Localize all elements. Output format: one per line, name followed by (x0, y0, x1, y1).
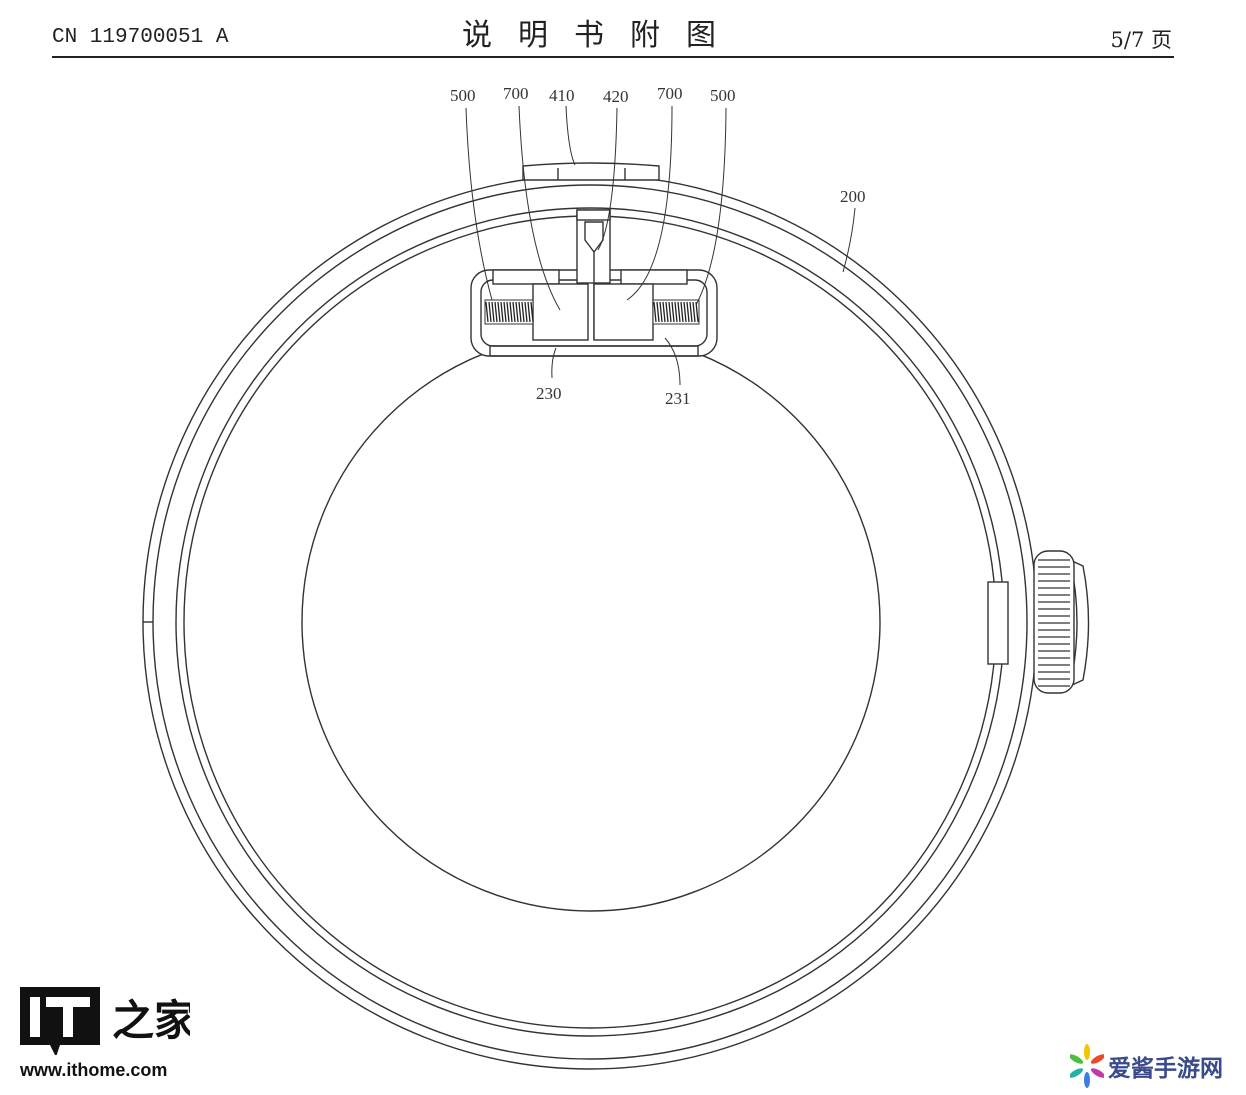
page-title: 说明书附图 (462, 18, 742, 53)
spring-coil (527, 301, 531, 323)
spring-coil (518, 301, 522, 323)
inner-circle (301, 332, 881, 912)
pinwheel-icon (1070, 1044, 1104, 1088)
crown-stem (987, 581, 1009, 665)
spring-coil (491, 301, 495, 323)
spring-coil (497, 301, 501, 323)
label-230: 230 (536, 384, 562, 403)
spring-coil (686, 301, 690, 323)
spring-coil (494, 301, 498, 323)
ithome-url: www.ithome.com (20, 1060, 168, 1080)
label-420: 420 (603, 87, 629, 106)
top-button-410 (522, 162, 660, 181)
spring-coil (521, 301, 525, 323)
ithome-logo: 之家 (20, 985, 196, 1059)
spring-coil (506, 301, 510, 323)
label-231: 231 (665, 389, 691, 408)
spring-coil (530, 301, 534, 323)
latch-mechanism (470, 209, 718, 357)
spring-coil (656, 301, 660, 323)
spring-coil (659, 301, 663, 323)
aijiang-text: 爱酱手游网 (1108, 1056, 1223, 1082)
aijiang-watermark: 爱酱手游网 (1070, 1043, 1223, 1089)
spring-coil (500, 301, 504, 323)
spring-coil (503, 301, 507, 323)
spring-coil (524, 301, 528, 323)
label-700-left: 700 (503, 84, 529, 103)
reference-labels: 500 700 410 420 700 500 200 230 231 (450, 84, 866, 408)
spring-coil (680, 301, 684, 323)
page-number: 5/7 页 (1110, 28, 1172, 52)
spring-coil (653, 301, 657, 323)
label-200: 200 (840, 187, 866, 206)
header-rule (52, 56, 1174, 58)
svg-text:之家: 之家 (112, 996, 190, 1045)
spring-coil (674, 301, 678, 323)
spring-coil (665, 301, 669, 323)
spring-coil (695, 301, 699, 323)
spring-coil (485, 301, 489, 323)
spring-coil (488, 301, 492, 323)
spring-coil (692, 301, 696, 323)
spring-coil (668, 301, 672, 323)
spring-coil (677, 301, 681, 323)
spring-coil (515, 301, 519, 323)
patent-number: CN 119700051 A (52, 26, 229, 49)
label-700-right: 700 (657, 84, 683, 103)
leader-lines (465, 105, 856, 386)
label-500-left: 500 (450, 86, 476, 105)
spring-coil (689, 301, 693, 323)
spring-coil (671, 301, 675, 323)
spring-coil (509, 301, 513, 323)
spring-coil (662, 301, 666, 323)
label-500-right: 500 (710, 86, 736, 105)
spring-coil (683, 301, 687, 323)
spring-coil (512, 301, 516, 323)
label-410: 410 (549, 86, 575, 105)
